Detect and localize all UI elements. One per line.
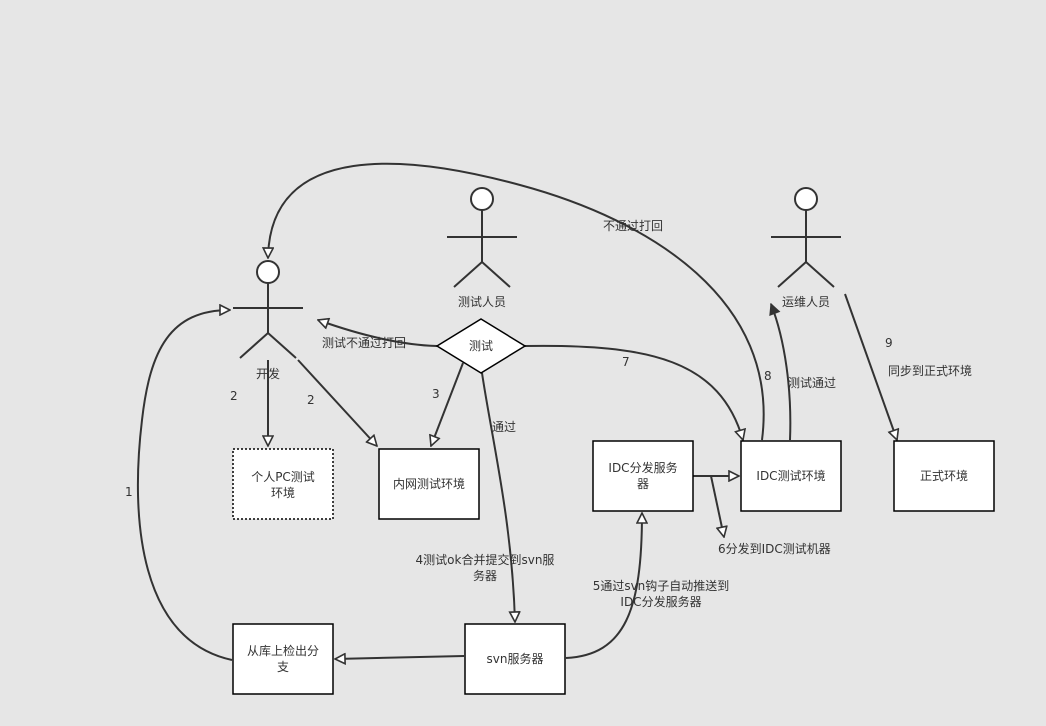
edge-step9-ops-to-prod <box>844 293 897 440</box>
edge-svn-to-checkout <box>335 656 465 659</box>
node-idc-test-env: IDC测试环境 <box>740 440 842 512</box>
node-prod-env-label: 正式环境 <box>920 468 968 483</box>
edge-step5-svn-to-idc-dist <box>565 513 642 659</box>
edge-step3-test-to-intranet <box>431 362 464 446</box>
edge-step8-idc-env-to-ops <box>771 304 792 441</box>
edge-reject-to-developer <box>268 162 765 441</box>
label-step2-right: 2 <box>307 393 315 407</box>
node-checkout-branch: 从库上检出分 支 <box>232 623 334 695</box>
label-step7: 7 <box>622 355 630 369</box>
node-svn-server: svn服务器 <box>464 623 566 695</box>
actor-ops-label: 运维人员 <box>782 295 830 309</box>
person-icon <box>771 187 841 288</box>
node-prod-env: 正式环境 <box>893 440 995 512</box>
node-checkout-branch-line2: 支 <box>277 660 289 674</box>
edge-pass-test-to-svn <box>481 372 515 622</box>
label-step4-line1: 4测试ok合并提交到svn服 <box>416 552 555 567</box>
node-intranet-env-label: 内网测试环境 <box>393 476 465 491</box>
actor-tester-label: 测试人员 <box>458 294 506 309</box>
label-sync-prod: 同步到正式环境 <box>888 363 972 378</box>
decision-test: 测试 <box>435 318 527 374</box>
node-intranet-env: 内网测试环境 <box>378 448 480 520</box>
label-step1: 1 <box>125 485 133 499</box>
decision-test-label: 测试 <box>469 338 493 353</box>
edge-step1-checkout-to-developer <box>136 310 233 661</box>
node-idc-dist-server: IDC分发服务 器 <box>592 440 694 512</box>
edge-test-reject-to-developer <box>318 320 438 347</box>
label-pass: 通过 <box>492 420 516 434</box>
node-idc-dist-server-line1: IDC分发服务 <box>608 460 677 475</box>
node-personal-pc-env-line1: 个人PC测试 <box>251 469 315 484</box>
label-step5-line2: IDC分发服务器 <box>620 594 701 609</box>
actor-tester: 测试人员 <box>447 187 517 309</box>
node-idc-test-env-label: IDC测试环境 <box>756 468 825 483</box>
person-icon <box>447 187 517 288</box>
label-step8: 8 <box>764 369 772 383</box>
node-personal-pc-env: 个人PC测试 环境 <box>232 448 334 520</box>
actor-developer-label: 开发 <box>256 366 280 381</box>
person-icon <box>233 260 303 359</box>
label-step9: 9 <box>885 336 893 350</box>
node-svn-server-label: svn服务器 <box>487 651 544 666</box>
label-step3: 3 <box>432 387 440 401</box>
edge-developer-to-intranet-env <box>297 359 377 446</box>
label-test-reject: 测试不通过打回 <box>322 335 406 350</box>
label-reject-top: 不通过打回 <box>603 219 663 233</box>
node-personal-pc-env-line2: 环境 <box>271 485 295 500</box>
label-step4-line2: 务器 <box>473 568 497 583</box>
node-idc-dist-server-line2: 器 <box>637 477 649 491</box>
label-test-passed: 测试通过 <box>788 375 836 390</box>
edge-step7-test-to-idc-env <box>524 344 743 440</box>
label-step5-line1: 5通过svn钩子自动推送到 <box>593 578 730 593</box>
label-step6: 6分发到IDC测试机器 <box>718 541 831 556</box>
edge-step6-distribute <box>710 475 724 537</box>
label-step2-left: 2 <box>230 389 238 403</box>
actor-ops: 运维人员 <box>771 187 841 309</box>
node-checkout-branch-line1: 从库上检出分 <box>247 643 319 658</box>
actor-developer: 开发 <box>233 260 303 381</box>
